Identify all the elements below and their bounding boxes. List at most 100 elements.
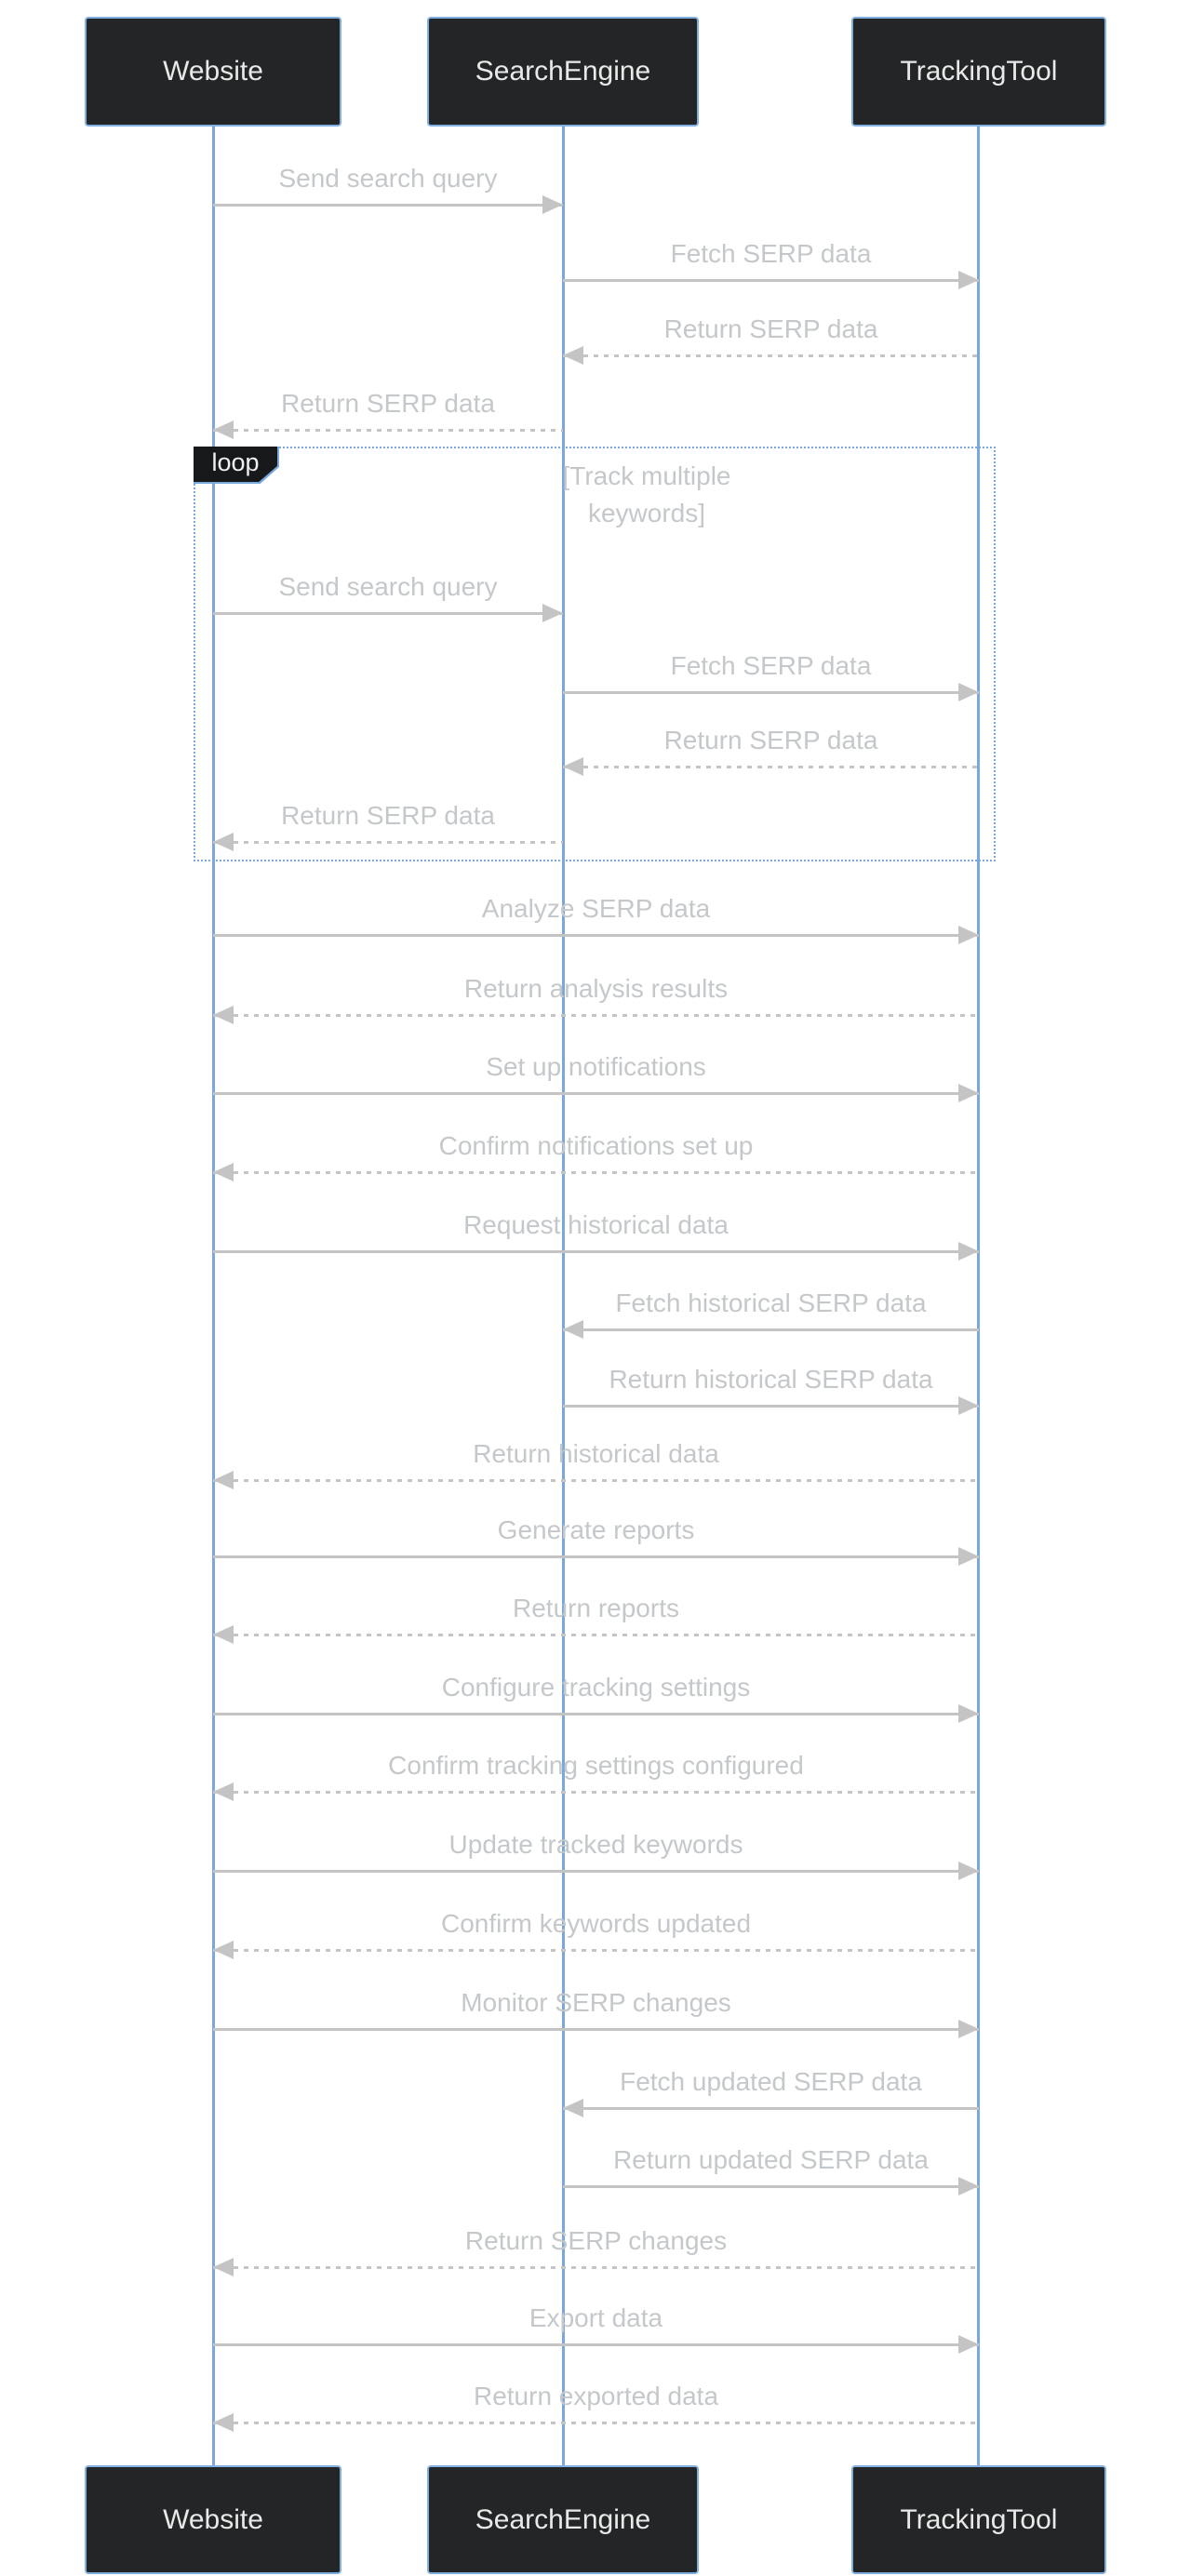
actor-label: Website (163, 56, 263, 87)
loop-label-text: loop (194, 447, 277, 482)
message-label: Return historical SERP data (609, 1365, 933, 1394)
actor-searchengine-top: SearchEngine (427, 17, 699, 127)
arrowhead-icon (213, 420, 234, 439)
message-label: Confirm keywords updated (440, 1909, 752, 1938)
arrowhead-icon (958, 1396, 979, 1415)
loop-frame (194, 447, 996, 861)
message-line (213, 2266, 979, 2269)
actor-searchengine-bottom: SearchEngine (427, 2465, 699, 2574)
message-label: Return reports (513, 1594, 679, 1622)
arrowhead-icon (563, 346, 583, 365)
arrowhead-icon (563, 1320, 583, 1339)
message-label: Return SERP data (281, 389, 495, 418)
message-label: Confirm notifications set up (438, 1131, 754, 1160)
message-label: Return SERP data (281, 801, 495, 830)
message-line (213, 1479, 979, 1482)
message-label: Set up notifications (486, 1052, 706, 1081)
message-label: Return exported data (473, 2382, 719, 2410)
arrowhead-icon (958, 2177, 979, 2196)
arrowhead-icon (542, 195, 563, 214)
arrowhead-icon (213, 2413, 234, 2432)
arrowhead-icon (958, 1704, 979, 1723)
message-line (213, 1555, 979, 1558)
message-line (213, 204, 563, 207)
arrowhead-icon (958, 683, 979, 701)
arrowhead-icon (213, 833, 234, 851)
arrowhead-icon (563, 757, 583, 776)
message-line (563, 354, 979, 357)
arrowhead-icon (213, 2258, 234, 2276)
arrowhead-icon (213, 1625, 234, 1644)
actor-label: Website (163, 2503, 263, 2535)
actor-label: SearchEngine (475, 2503, 651, 2535)
loop-label: loop (194, 447, 279, 484)
message-label: Return historical data (473, 1439, 719, 1468)
actor-label: TrackingTool (900, 56, 1058, 87)
lifeline-trackingtool (977, 127, 980, 2465)
actor-website-bottom: Website (85, 2465, 341, 2574)
message-line (213, 1014, 979, 1017)
message-line (213, 2028, 979, 2031)
message-line (213, 2422, 979, 2424)
message-label: Request historical data (463, 1210, 729, 1239)
message-line (213, 612, 563, 615)
message-label: Configure tracking settings (441, 1673, 751, 1702)
message-label: Send search query (278, 572, 498, 601)
message-label: Return SERP data (663, 726, 878, 754)
message-label: Generate reports (497, 1515, 695, 1544)
arrowhead-icon (542, 604, 563, 622)
loop-condition: [Track multiple keywords] (562, 461, 731, 527)
arrowhead-icon (213, 1471, 234, 1489)
message-label: Return updated SERP data (613, 2145, 929, 2174)
message-label: Send search query (278, 164, 498, 193)
message-label: Fetch historical SERP data (615, 1288, 927, 1317)
message-line (213, 1870, 979, 1873)
arrowhead-icon (958, 271, 979, 289)
arrowhead-icon (213, 1782, 234, 1801)
message-line (213, 429, 563, 432)
message-line (563, 1328, 979, 1331)
message-line (563, 766, 979, 768)
lifeline-searchengine (562, 127, 565, 2465)
actor-label: TrackingTool (900, 2503, 1058, 2535)
message-line (563, 691, 979, 694)
message-line (213, 1250, 979, 1253)
arrowhead-icon (958, 1084, 979, 1102)
message-label: Return SERP changes (464, 2226, 728, 2255)
message-line (213, 1791, 979, 1794)
actor-trackingtool-top: TrackingTool (851, 17, 1106, 127)
arrowhead-icon (563, 2099, 583, 2117)
message-line (213, 1949, 979, 1952)
message-line (213, 934, 979, 937)
message-line (213, 841, 563, 844)
message-label: Return SERP data (663, 314, 878, 343)
message-line (563, 279, 979, 282)
message-label: Fetch SERP data (670, 239, 872, 268)
message-label: Return analysis results (463, 974, 729, 1003)
arrowhead-icon (958, 1242, 979, 1261)
message-line (563, 1405, 979, 1408)
message-label: Export data (529, 2303, 663, 2332)
lifeline-website (212, 127, 215, 2465)
message-label: Monitor SERP changes (461, 1988, 731, 2017)
message-line (213, 1713, 979, 1715)
arrowhead-icon (958, 926, 979, 944)
arrowhead-icon (213, 1163, 234, 1181)
actor-trackingtool-bottom: TrackingTool (851, 2465, 1106, 2574)
message-line (213, 1092, 979, 1095)
arrowhead-icon (213, 1941, 234, 1959)
arrowhead-icon (958, 1547, 979, 1566)
message-line (563, 2107, 979, 2110)
message-line (213, 2343, 979, 2346)
message-label: Confirm tracking settings configured (388, 1751, 804, 1780)
actor-label: SearchEngine (475, 56, 651, 87)
message-label: Fetch SERP data (670, 651, 872, 680)
message-line (213, 1171, 979, 1174)
arrowhead-icon (958, 2020, 979, 2038)
actor-website-top: Website (85, 17, 341, 127)
arrowhead-icon (213, 1006, 234, 1024)
message-label: Analyze SERP data (481, 894, 711, 923)
arrowhead-icon (958, 1862, 979, 1880)
message-label: Fetch updated SERP data (620, 2067, 922, 2096)
